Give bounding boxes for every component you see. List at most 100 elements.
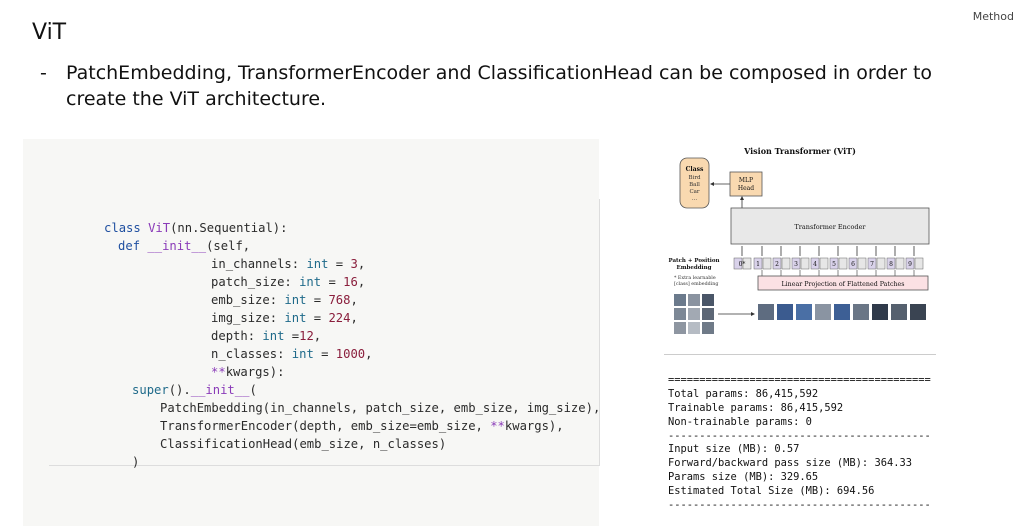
token-label: 6 — [851, 261, 855, 268]
code-token: 3 — [350, 257, 358, 271]
token-label: 9 — [908, 261, 912, 268]
code-token: depth — [211, 329, 248, 343]
mlp-head-box — [729, 171, 763, 197]
token-label: 0* — [739, 261, 746, 268]
code-line: depth: int =12, — [167, 309, 321, 343]
transformer-encoder-box — [730, 207, 930, 245]
code-token: ViT — [148, 221, 171, 235]
token-label: 5 — [832, 261, 836, 268]
code-token: int — [299, 275, 322, 289]
code-token: 1000 — [335, 347, 366, 361]
code-block: class ViT(nn.Sequential): def __init__(s… — [49, 199, 600, 469]
code-token: (). — [168, 383, 191, 397]
class-item: Car — [689, 189, 699, 195]
code-line: ClassificationHead(emb_size, n_classes) — [116, 417, 446, 451]
summary-line: Input size (MB): 0.57 — [668, 443, 800, 456]
code-token: PatchEmbedding(in_channels, patch_size, … — [160, 401, 601, 415]
code-token: , — [350, 293, 358, 307]
summary-line: Non-trainable params: 0 — [668, 415, 812, 428]
code-token: int — [306, 257, 329, 271]
extra-note: * Extra learnable — [674, 275, 716, 281]
arrow-head — [710, 182, 714, 186]
code-token: __init__ — [190, 383, 250, 397]
bullet-text: PatchEmbedding, TransformerEncoder and C… — [66, 60, 932, 112]
input-image-patches — [674, 294, 714, 334]
arrow-head — [740, 196, 744, 200]
token-label: 2 — [775, 261, 779, 268]
code-token: int — [284, 311, 307, 325]
code-token: , — [357, 275, 366, 289]
arrow-head — [751, 312, 755, 316]
code-token: : — [269, 293, 285, 307]
token-label: 3 — [794, 261, 798, 268]
code-line: PatchEmbedding(in_channels, patch_size, … — [116, 381, 600, 415]
code-token: (self, — [206, 239, 251, 253]
code-token: in_channels — [211, 257, 292, 271]
code-token: : — [277, 347, 292, 361]
code-token: img_size — [211, 311, 270, 325]
class-item: Ball — [689, 182, 700, 188]
code-token: : — [291, 257, 307, 271]
token-label: 8 — [889, 261, 893, 268]
code-token: __init__ — [147, 239, 207, 253]
code-token: , — [313, 329, 322, 343]
token-label: 4 — [813, 261, 817, 268]
code-token: 768 — [328, 293, 351, 307]
code-line: def __init__(self, — [74, 219, 250, 253]
code-token: ** — [211, 365, 226, 379]
code-token: = — [306, 311, 329, 325]
code-token: , — [357, 257, 366, 271]
encoder-arrows — [741, 246, 915, 256]
transformer-encoder-label: Transformer Encoder — [794, 223, 866, 231]
code-panel: class ViT(nn.Sequential): def __init__(s… — [23, 139, 600, 526]
embed-label: Embedding — [677, 265, 712, 271]
vit-diagram-svg: Class Bird Ball Car ... MLP Head Transfo… — [668, 157, 930, 334]
code-token: int — [262, 329, 285, 343]
code-token: patch_size — [211, 275, 285, 289]
bullet-dash: - — [40, 62, 47, 84]
model-summary: ========================================… — [668, 374, 968, 513]
code-token: ) — [132, 455, 140, 469]
code-line: emb_size: int = 768, — [167, 273, 358, 307]
class-box-title: Class — [686, 166, 704, 173]
code-token: int — [284, 293, 307, 307]
code-token: = — [284, 329, 300, 343]
code-token: n_classes — [211, 347, 278, 361]
code-token: super — [132, 383, 169, 397]
code-token: : — [269, 311, 285, 325]
code-line: in_channels: int = 3, — [167, 237, 365, 271]
code-token: 16 — [343, 275, 358, 289]
code-token: (nn.Sequential): — [170, 221, 288, 235]
code-token: = — [321, 275, 344, 289]
class-item: ... — [692, 196, 697, 202]
bullet-item: - PatchEmbedding, TransformerEncoder and… — [40, 60, 1000, 112]
code-line: img_size: int = 224, — [167, 291, 358, 325]
code-line: TransformerEncoder(depth, emb_size=emb_s… — [116, 399, 564, 433]
summary-line: ----------------------------------------… — [668, 499, 931, 512]
summary-line: Total params: 86,415,592 — [668, 387, 819, 400]
code-token: kwargs): — [225, 365, 285, 379]
summary-line: Params size (MB): 329.65 — [668, 471, 819, 484]
code-token: def — [118, 239, 148, 253]
class-box — [679, 157, 710, 209]
token-label: 7 — [870, 261, 874, 268]
code-token: ClassificationHead(emb_size, n_classes) — [160, 437, 447, 451]
linear-projection-box — [757, 275, 929, 291]
code-token: : — [247, 329, 263, 343]
vit-diagram: Vision Transformer (ViT) Class Bird Ball… — [664, 138, 936, 355]
linear-projection-label: Linear Projection of Flattened Patches — [781, 281, 904, 288]
code-token: emb_size — [211, 293, 270, 307]
extra-note: [class] embedding — [674, 281, 718, 287]
diagram-title: Vision Transformer (ViT) — [744, 146, 856, 156]
token-label: 1 — [756, 261, 760, 268]
code-token: = — [306, 293, 329, 307]
section-label: Method — [972, 10, 1014, 23]
class-item: Bird — [689, 175, 701, 181]
code-token: , — [350, 311, 358, 325]
code-token: kwargs), — [504, 419, 564, 433]
summary-line: Estimated Total Size (MB): 694.56 — [668, 485, 875, 498]
code-token: = — [313, 347, 336, 361]
token-row: 0* 1 2 3 4 5 6 7 8 9 — [733, 257, 924, 270]
embed-label: Patch + Position — [668, 258, 719, 264]
code-token: 12 — [299, 329, 314, 343]
